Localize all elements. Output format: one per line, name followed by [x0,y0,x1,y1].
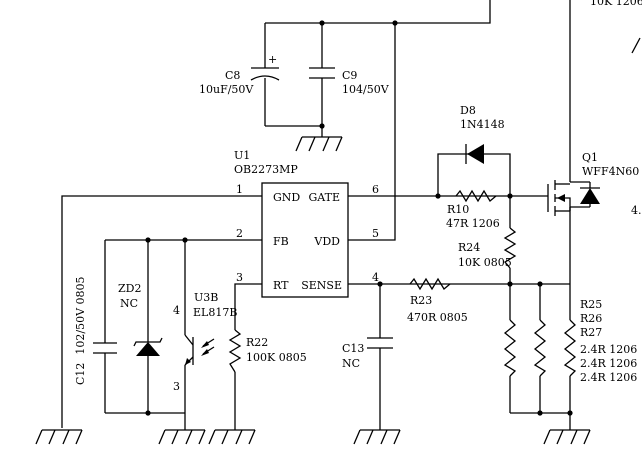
ground-symbols [35,136,591,445]
d8-value: 1N4148 [460,118,505,131]
r24-value: 10K 0805 [458,256,512,269]
ground-icon [208,429,256,445]
c13-value: NC [342,357,360,370]
capacitor-c8: + C8 10uF/50V [199,53,280,96]
pin-num-5: 5 [372,227,379,240]
optocoupler-u3b: 4 3 U3B EL817B [173,291,237,393]
r23-ref: R23 [410,294,432,307]
resistor-r10: R10 47R 1206 [446,189,500,230]
resistor-r25 [503,319,517,377]
u3b-value: EL817B [193,306,237,319]
q1-ref: Q1 [582,151,598,164]
u3b-pin-4: 4 [173,304,180,317]
capacitor-c12: C12102/50V 0805 [74,276,117,385]
r26-value: 2.4R 1206 [580,357,637,370]
partial-labels: 10K 1206 4.1 [590,0,642,217]
r23-value: 470R 0805 [407,311,468,324]
ground-icon [158,429,206,445]
pin-num-1: 1 [236,183,243,196]
pin-num-2: 2 [236,227,243,240]
diode-d8: D8 1N4148 [460,104,505,164]
pin-name-sense: SENSE [301,279,342,292]
c13-ref: C13 [342,342,364,355]
ground-icon [353,429,401,445]
pin-name-fb: FB [273,235,289,248]
c8-polarity-mark: + [268,53,277,66]
wires [61,0,571,430]
c9-value: 104/50V [342,83,390,96]
r24-ref: R24 [458,241,480,254]
junction-dots [145,20,573,416]
r27-value: 2.4R 1206 [580,371,637,384]
resistor-r24: R24 10K 0805 [458,227,517,269]
u3b-ref: U3B [194,291,218,304]
r26-ref: R26 [580,312,602,325]
d8-ref: D8 [460,104,476,117]
q1-value: WFF4N60 [582,165,639,178]
mosfet-q1: Q1 WFF4N60 [547,151,639,216]
resistor-r22: R22 100K 0805 [228,329,307,373]
resistor-r26 [533,319,547,377]
capacitor-c13: C13 NC [342,337,393,370]
u3b-pin-3: 3 [173,380,180,393]
right-edge-partial-label: 4.1 [631,204,642,217]
pin-num-3: 3 [236,271,243,284]
capacitor-c9: C9 104/50V [309,67,390,96]
r10-value: 47R 1206 [446,217,500,230]
zener-zd2: ZD2 NC [118,282,163,356]
ground-icon [543,429,591,445]
pin-num-6: 6 [372,183,379,196]
ground-icon [295,136,343,152]
sense-resistor-labels: R25 R26 R27 2.4R 1206 2.4R 1206 2.4R 120… [580,298,637,384]
zd2-value: NC [120,297,138,310]
c8-value: 10uF/50V [199,83,254,96]
r22-value: 100K 0805 [246,351,307,364]
u1-part: OB2273MP [234,163,298,176]
r22-ref: R22 [246,336,268,349]
r25-value: 2.4R 1206 [580,343,637,356]
pin-name-vdd: VDD [313,235,340,248]
ground-icon [35,429,83,445]
r10-ref: R10 [447,203,469,216]
resistor-r27 [563,319,577,377]
u1-ref: U1 [234,149,250,162]
pin-num-4: 4 [372,271,379,284]
resistor-r23: R23 470R 0805 [407,277,468,324]
u1-controller: U1 OB2273MP GND FB RT GATE VDD SENSE 1 2… [234,149,379,298]
c9-ref: C9 [342,69,357,82]
top-right-partial-label: 10K 1206 [590,0,642,8]
pin-name-gate: GATE [309,191,341,204]
r25-ref: R25 [580,298,602,311]
c8-ref: C8 [225,69,240,82]
zd2-ref: ZD2 [118,282,141,295]
r27-ref: R27 [580,326,602,339]
pin-name-gnd: GND [273,191,300,204]
c12-label: C12102/50V 0805 [74,276,87,385]
pin-name-rt: RT [273,279,289,292]
